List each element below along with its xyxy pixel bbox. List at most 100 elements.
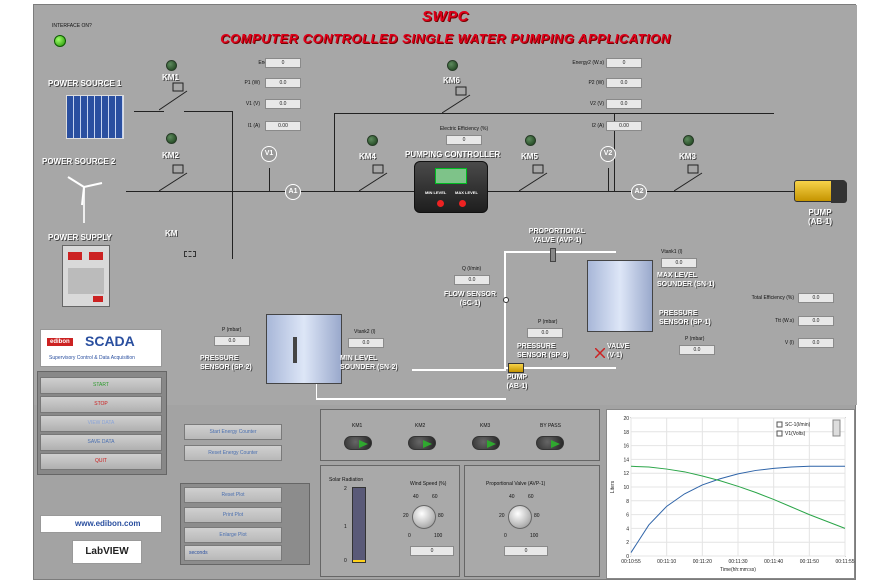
valve-v1-icon[interactable] (595, 348, 605, 358)
km3-switch[interactable] (674, 163, 704, 193)
stop-button[interactable]: STOP (40, 396, 162, 413)
a1-meter: A1 (285, 184, 301, 200)
electric-efficiency-value: 0 (446, 135, 482, 145)
v2-label: V2 (V) (589, 101, 604, 107)
legend-entry: SC-1(l/min) (785, 422, 811, 428)
min-level-sounder-label: MIN LEVEL SOUNDER (SN-2) (340, 355, 398, 371)
km2-switch[interactable] (159, 163, 189, 193)
km4-led (367, 135, 378, 146)
enlarge-plot-button[interactable]: Enlarge Plot (184, 527, 282, 543)
valve-panel (464, 465, 600, 577)
pressure-sensor-sp1-label: PRESSURE SENSOR (SP-1) (659, 310, 711, 326)
km4-label: KM4 (359, 152, 376, 161)
small-pump-label: PUMP (AB-1) (506, 374, 528, 390)
p-mbar-right-value: 0.0 (679, 345, 715, 355)
v2-value: 0.0 (606, 99, 642, 109)
save-data-button[interactable]: SAVE DATA (40, 434, 162, 451)
valve-tick-20: 20 (499, 513, 505, 519)
x-axis-label: Time(hh:mm:ss) (720, 567, 756, 573)
app-subtitle: COMPUTER CONTROLLED SINGLE WATER PUMPING… (220, 31, 671, 46)
start-button[interactable]: START (40, 377, 162, 394)
km6-switch[interactable] (442, 85, 472, 115)
toggle-km3-label: KM3 (480, 423, 491, 429)
solar-panel-icon (66, 95, 124, 139)
i1-label: I1 (A) (247, 123, 260, 129)
proportional-valve-control-label: Proportional Valve (AVP-1) (486, 481, 546, 487)
proportional-valve-knob[interactable] (508, 505, 532, 529)
km4-switch[interactable] (359, 163, 389, 193)
km5-switch[interactable] (519, 163, 549, 193)
x-tick-label: 00:11:55 (835, 559, 854, 565)
x-tick-label: 00:11:40 (764, 559, 783, 565)
y-tick-label: 2 (626, 540, 629, 546)
process-diagram: SWPC COMPUTER CONTROLLED SINGLE WATER PU… (34, 5, 857, 405)
p1-label: P1 (W) (244, 80, 260, 86)
interface-label: INTERFACE ON? (52, 23, 92, 29)
wind-speed-value[interactable]: 0 (410, 546, 454, 556)
v2-meter: V2 (600, 146, 616, 162)
a2-meter: A2 (631, 184, 647, 200)
reset-plot-button[interactable]: Reset Plot (184, 487, 282, 503)
wind-speed-knob[interactable] (412, 505, 436, 529)
km3-label: KM3 (679, 152, 696, 161)
time-unit-select[interactable]: seconds (184, 545, 282, 561)
toggle-km1-label: KM1 (352, 423, 363, 429)
quit-button[interactable]: QUIT (40, 453, 162, 470)
power-source-2-label: POWER SOURCE 2 (42, 157, 116, 166)
valve-tick-100: 100 (530, 533, 539, 539)
proportional-valve-value[interactable]: 0 (504, 546, 548, 556)
pumping-controller-icon: MIN LEVEL MAX LEVEL (414, 161, 488, 213)
solar-tick-2: 2 (344, 486, 347, 492)
series-line-0 (630, 465, 845, 553)
wind-tick-20: 20 (403, 513, 409, 519)
power-supply-icon (62, 245, 110, 307)
reset-energy-counter-button[interactable]: Reset Energy Counter (184, 445, 282, 461)
p2-label: P2 (W) (588, 80, 604, 86)
valve-v1-label: VALVE (V-1) (607, 343, 630, 359)
vtank1-value: 0.0 (661, 258, 697, 268)
view-data-button[interactable]: VIEW DATA (40, 415, 162, 432)
v1-label: V1 (V) (245, 101, 260, 107)
start-energy-counter-button[interactable]: Start Energy Counter (184, 424, 282, 440)
valve-tick-0: 0 (504, 533, 507, 539)
valve-tick-40: 40 (509, 494, 515, 500)
total-efficiency-label: Total Efficiency (%) (751, 295, 794, 301)
wind-tick-100: 100 (434, 533, 443, 539)
flow-label: Q (l/min) (462, 266, 482, 272)
wind-tick-80: 80 (438, 513, 444, 519)
solar-radiation-fill (353, 559, 365, 562)
v-label: V (l) (784, 340, 794, 346)
main-pump-label: PUMP (AB-1) (808, 208, 832, 226)
total-efficiency-value: 0.0 (798, 293, 834, 303)
power-supply-label: POWER SUPPLY (48, 233, 112, 242)
wind-speed-label: Wind Speed (%) (410, 481, 447, 487)
proportional-valve-icon[interactable] (550, 248, 556, 262)
p2-value: 0.0 (606, 78, 642, 88)
max-level-sounder-label: MAX LEVEL SOUNDER (SN-1) (657, 272, 715, 288)
edibon-logo: edibon (47, 338, 73, 346)
toggle-km1[interactable] (344, 436, 372, 450)
solar-tick-0: 0 (344, 558, 347, 564)
pressure-sensor-sp2-label: PRESSURE SENSOR (SP-2) (200, 355, 252, 371)
vtank2-label: Vtank2 (l) (354, 329, 376, 335)
x-tick-label: 00:10:55 (621, 559, 641, 565)
energy2-value: 0 (606, 58, 642, 68)
toggle-bypass[interactable] (536, 436, 564, 450)
toggle-km3[interactable] (472, 436, 500, 450)
electric-efficiency-label: Electric Efficiency (%) (439, 126, 489, 132)
energy1-value: 0 (265, 58, 301, 68)
legend-entry: V1(Volts) (785, 431, 806, 437)
toggle-km2[interactable] (408, 436, 436, 450)
km1-switch[interactable] (159, 81, 189, 111)
print-plot-button[interactable]: Print Plot (184, 507, 282, 523)
switch-panel (320, 409, 600, 461)
x-tick-label: 00:11:20 (693, 559, 712, 565)
energy2-label: Energy2 (W.s) (572, 60, 604, 66)
y-tick-label: 8 (626, 499, 629, 505)
y-tick-label: 6 (626, 513, 629, 519)
km-switch[interactable] (184, 251, 196, 257)
vtank1-label: Vtank1 (l) (661, 249, 683, 255)
website-link[interactable]: www.edibon.com (40, 515, 162, 533)
solar-radiation-label: Solar Radiation (329, 477, 364, 483)
